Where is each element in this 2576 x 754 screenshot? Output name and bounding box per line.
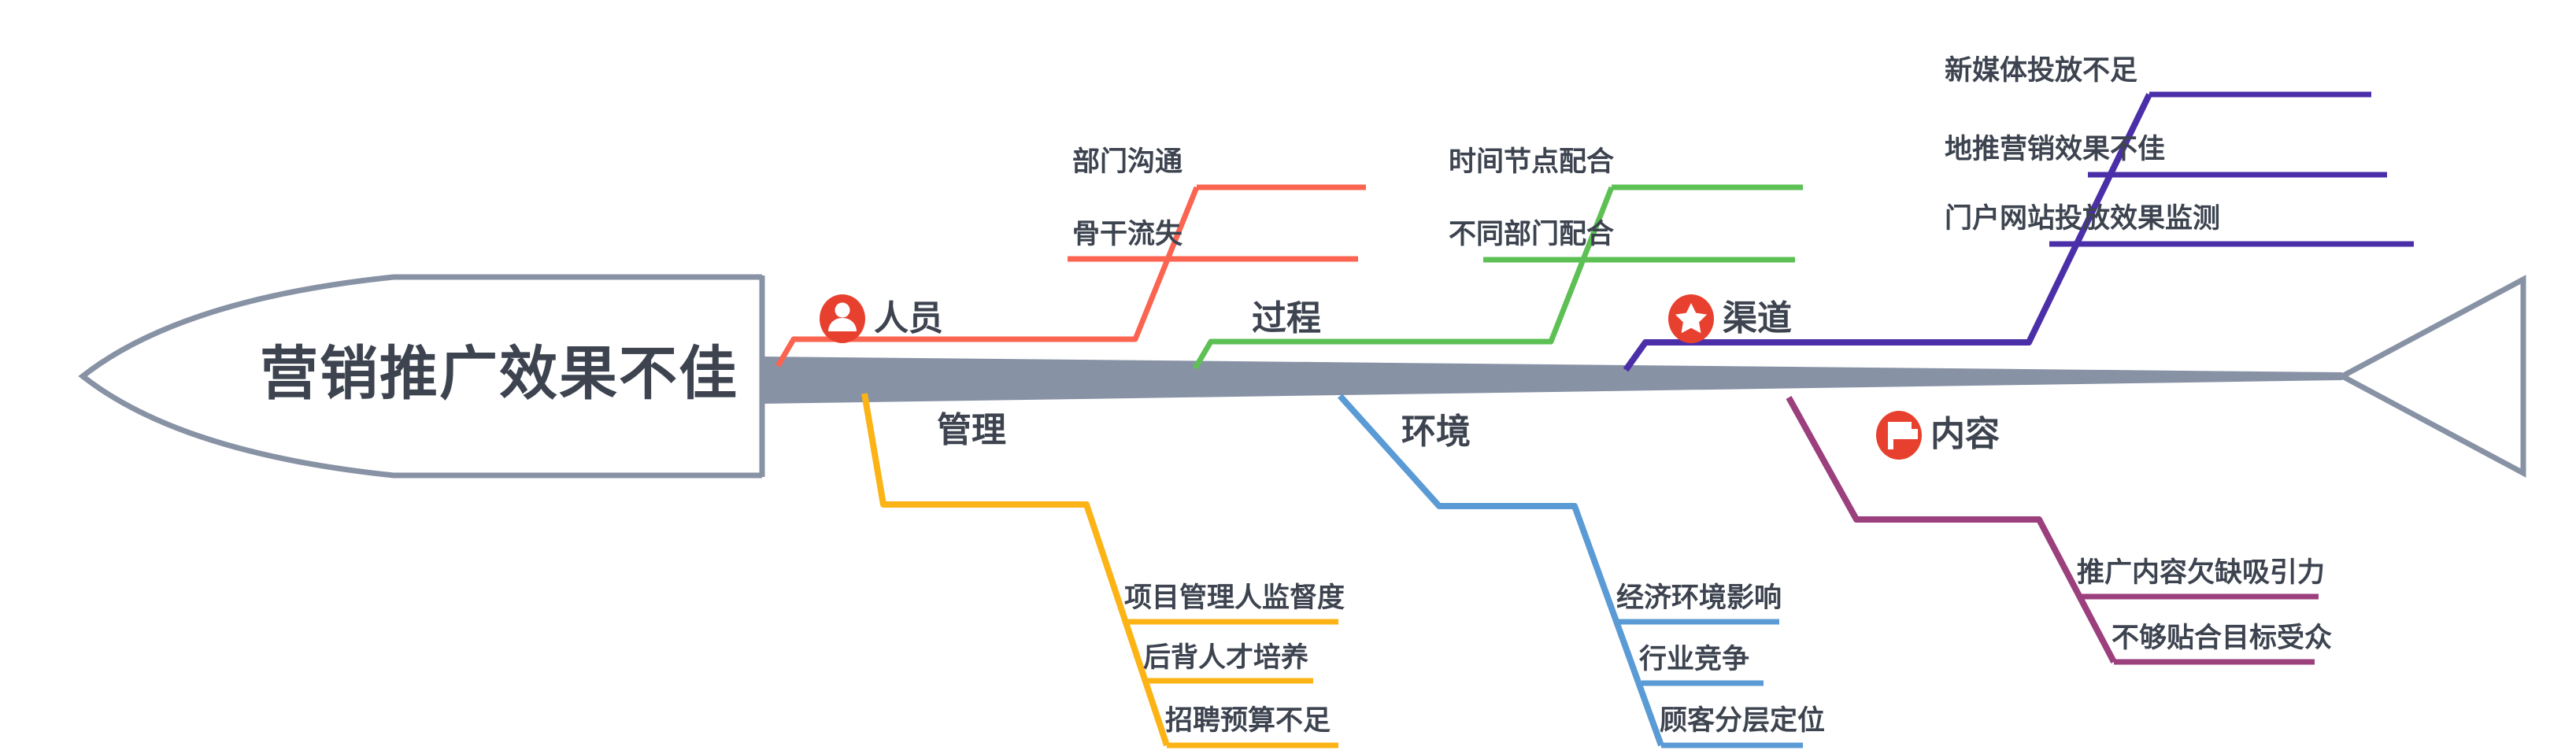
branch-personnel-rib bbox=[775, 186, 1200, 368]
branch-process-rib bbox=[1192, 186, 1615, 370]
branch-management bbox=[861, 393, 1338, 748]
category-label-channel[interactable]: 渠道 bbox=[1723, 299, 1792, 338]
sub-label-management-2[interactable]: 后背人才培养 bbox=[1143, 642, 1309, 673]
branch-environment bbox=[1338, 394, 1803, 748]
branch-personnel bbox=[775, 184, 1366, 368]
sub-label-process-2[interactable]: 不同部门配合 bbox=[1449, 219, 1615, 249]
branch-environment-rib bbox=[1338, 394, 1664, 747]
branch-channel-rib bbox=[1623, 93, 2152, 372]
branch-content bbox=[1786, 396, 2319, 665]
branch-content-rib bbox=[1786, 396, 2117, 663]
category-label-personnel[interactable]: 人员 bbox=[874, 299, 943, 338]
flag-icon bbox=[1876, 411, 1922, 460]
branch-management-rib bbox=[861, 393, 1170, 747]
fish-head-outline bbox=[78, 274, 762, 479]
sub-label-personnel-1[interactable]: 部门沟通 bbox=[1072, 146, 1183, 177]
sub-label-management-1[interactable]: 项目管理人监督度 bbox=[1124, 582, 1345, 613]
person-icon bbox=[820, 294, 865, 343]
sub-label-content-1[interactable]: 推广内容欠缺吸引力 bbox=[2077, 557, 2326, 588]
sub-label-channel-3[interactable]: 门户网站投放效果监测 bbox=[1945, 203, 2221, 234]
sub-label-environment-3[interactable]: 顾客分层定位 bbox=[1660, 705, 1826, 736]
sub-label-management-3[interactable]: 招聘预算不足 bbox=[1165, 705, 1331, 736]
star-icon bbox=[1668, 294, 1714, 343]
category-label-process[interactable]: 过程 bbox=[1252, 299, 1321, 338]
category-label-environment[interactable]: 环境 bbox=[1401, 412, 1471, 451]
fish-spine bbox=[762, 357, 2342, 404]
sub-label-content-2[interactable]: 不够贴合目标受众 bbox=[2112, 623, 2333, 653]
sub-label-channel-2[interactable]: 地推营销效果不佳 bbox=[1945, 134, 2166, 164]
sub-label-personnel-2[interactable]: 骨干流失 bbox=[1072, 219, 1183, 249]
category-label-management[interactable]: 管理 bbox=[937, 411, 1006, 449]
branch-channel bbox=[1623, 91, 2414, 372]
category-label-content[interactable]: 内容 bbox=[1930, 415, 2000, 453]
branch-process bbox=[1192, 184, 1803, 370]
sub-label-environment-1[interactable]: 经济环境影响 bbox=[1616, 582, 1782, 613]
page-title: 营销推广效果不佳 bbox=[260, 341, 738, 406]
fish-tail bbox=[2336, 275, 2526, 478]
sub-label-environment-2[interactable]: 行业竞争 bbox=[1639, 644, 1750, 675]
sub-label-channel-1[interactable]: 新媒体投放不足 bbox=[1945, 55, 2138, 86]
sub-label-process-1[interactable]: 时间节点配合 bbox=[1449, 146, 1615, 177]
